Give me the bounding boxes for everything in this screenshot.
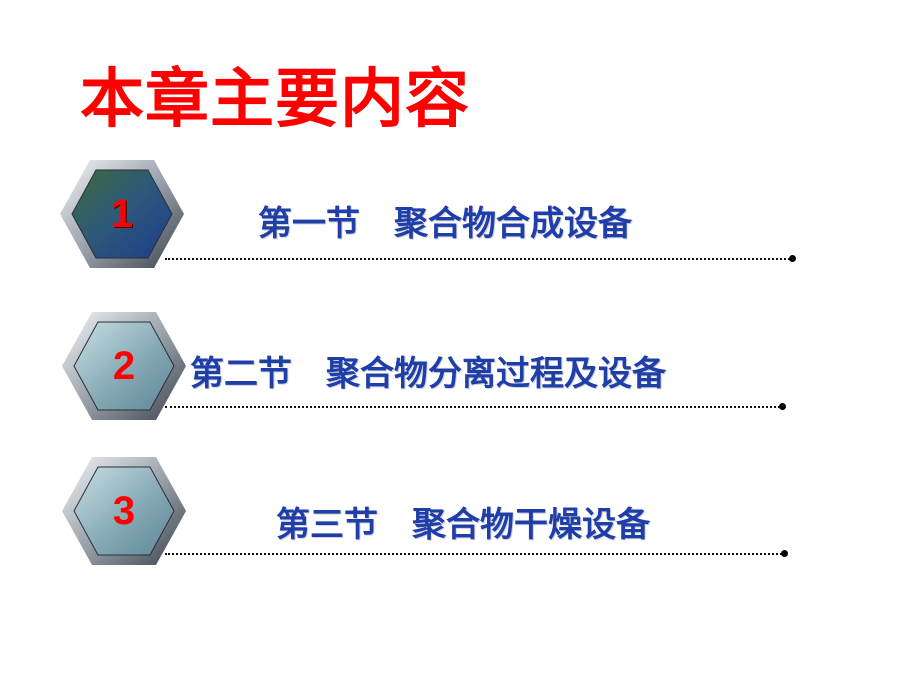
hexagon-badge-3: 3 xyxy=(60,455,188,567)
item-label-2: 第二节 聚合物分离过程及设备 xyxy=(190,354,666,394)
item-number-1: 1 xyxy=(110,192,134,236)
dotted-leader-line-2 xyxy=(165,406,780,408)
hexagon-icon xyxy=(62,457,186,565)
list-item-3: 3 第三节 聚合物干燥设备 xyxy=(0,455,920,575)
dotted-leader-line-3 xyxy=(165,553,782,555)
item-label-3: 第三节 聚合物干燥设备 xyxy=(276,505,650,545)
hexagon-icon xyxy=(62,312,186,420)
hexagon-icon xyxy=(60,160,184,268)
dotted-leader-line-1 xyxy=(165,258,790,260)
list-item-2: 2 第二节 聚合物分离过程及设备 xyxy=(0,310,920,430)
slide-title: 本章主要内容 xyxy=(80,63,470,137)
leader-end-dot-2 xyxy=(779,403,786,410)
item-number-2: 2 xyxy=(112,344,136,388)
item-label-1: 第一节 聚合物合成设备 xyxy=(258,204,632,244)
item-number-3: 3 xyxy=(112,489,136,533)
hexagon-badge-1: 1 xyxy=(58,158,186,270)
leader-end-dot-3 xyxy=(781,550,788,557)
hexagon-badge-2: 2 xyxy=(60,310,188,422)
leader-end-dot-1 xyxy=(789,255,796,262)
list-item-1: 1 第一节 聚合物合成设备 xyxy=(0,158,920,278)
